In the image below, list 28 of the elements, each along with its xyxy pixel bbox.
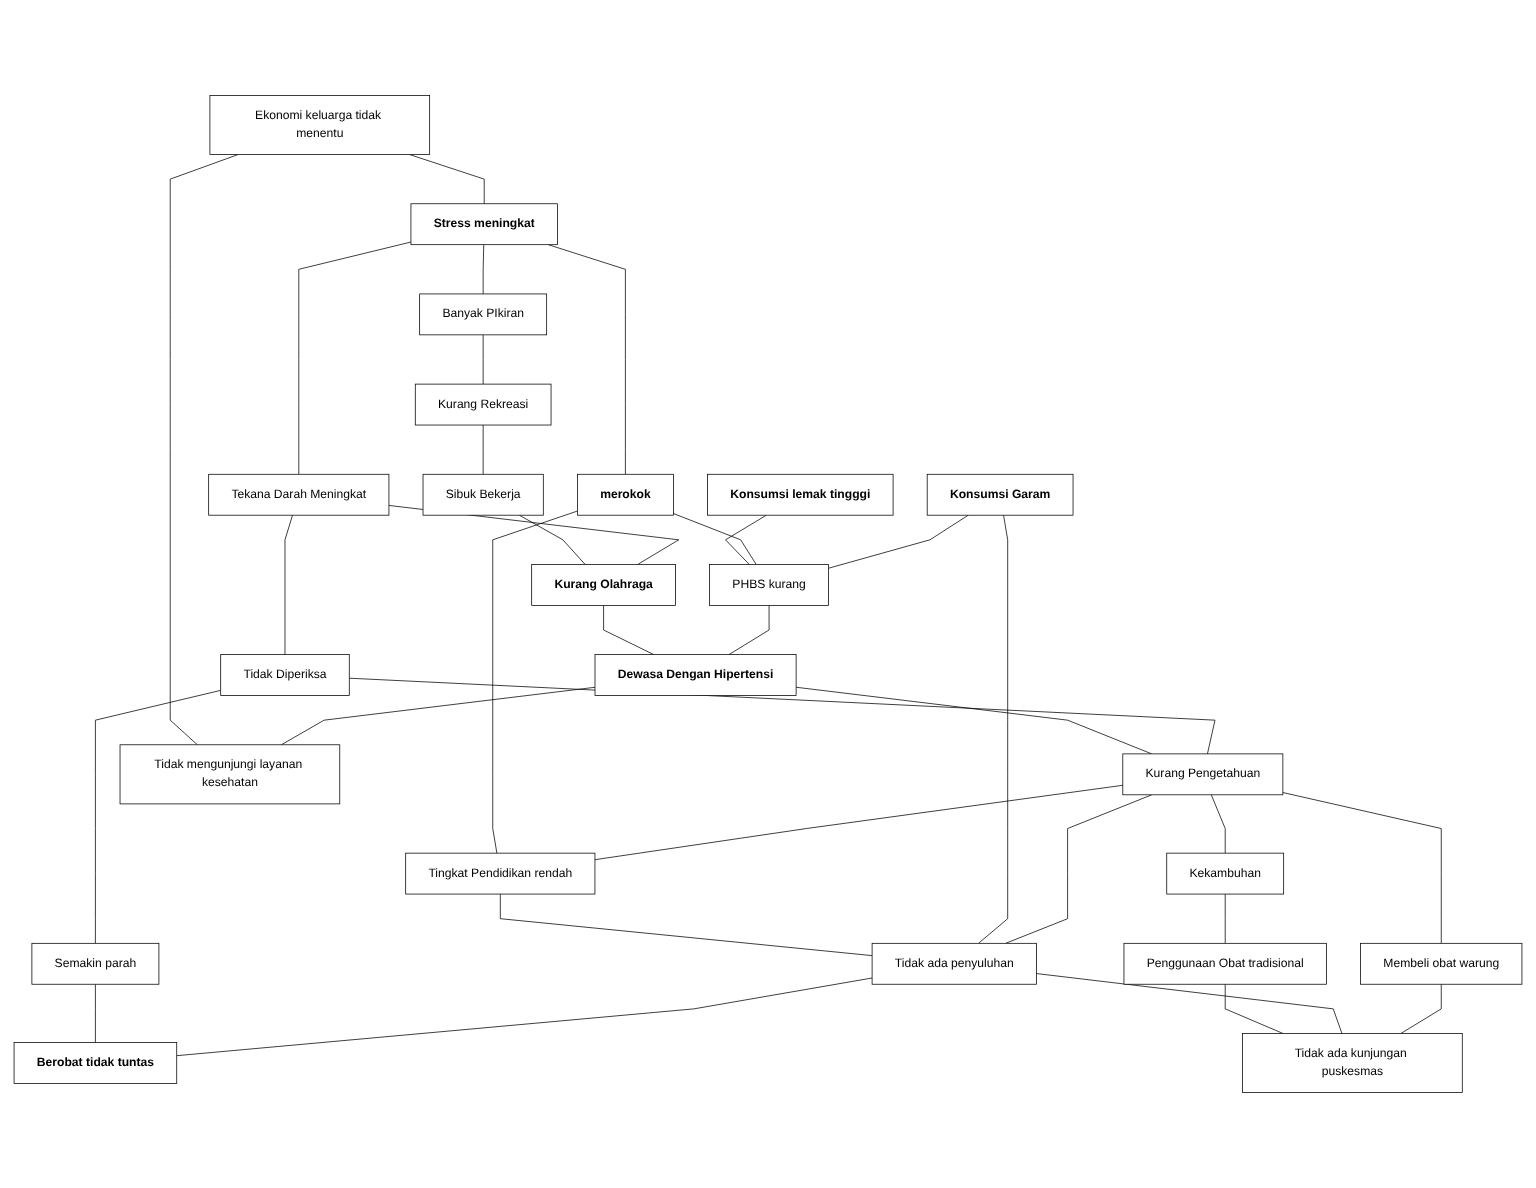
connector xyxy=(547,244,626,475)
connector xyxy=(95,690,222,944)
connector xyxy=(1224,893,1226,944)
connector xyxy=(728,605,770,655)
connector xyxy=(492,510,578,854)
connector xyxy=(409,154,485,205)
connector xyxy=(673,513,757,565)
connector xyxy=(176,977,873,1057)
connector xyxy=(298,241,412,475)
connector xyxy=(828,514,969,569)
connector xyxy=(795,686,1153,755)
connector xyxy=(1036,973,1343,1034)
connector xyxy=(280,686,596,746)
connector xyxy=(482,244,485,295)
connector xyxy=(95,983,96,1043)
connector xyxy=(603,605,655,655)
connector xyxy=(169,154,239,746)
connector xyxy=(1400,983,1442,1034)
connector xyxy=(499,893,873,956)
connector xyxy=(1210,794,1226,854)
connector xyxy=(1224,983,1284,1034)
connector xyxy=(284,514,293,655)
connector xyxy=(1282,792,1442,944)
connector xyxy=(594,784,1124,861)
connector xyxy=(518,514,586,565)
connector xyxy=(1005,794,1153,944)
connector xyxy=(978,514,1009,944)
connector xyxy=(482,424,484,475)
